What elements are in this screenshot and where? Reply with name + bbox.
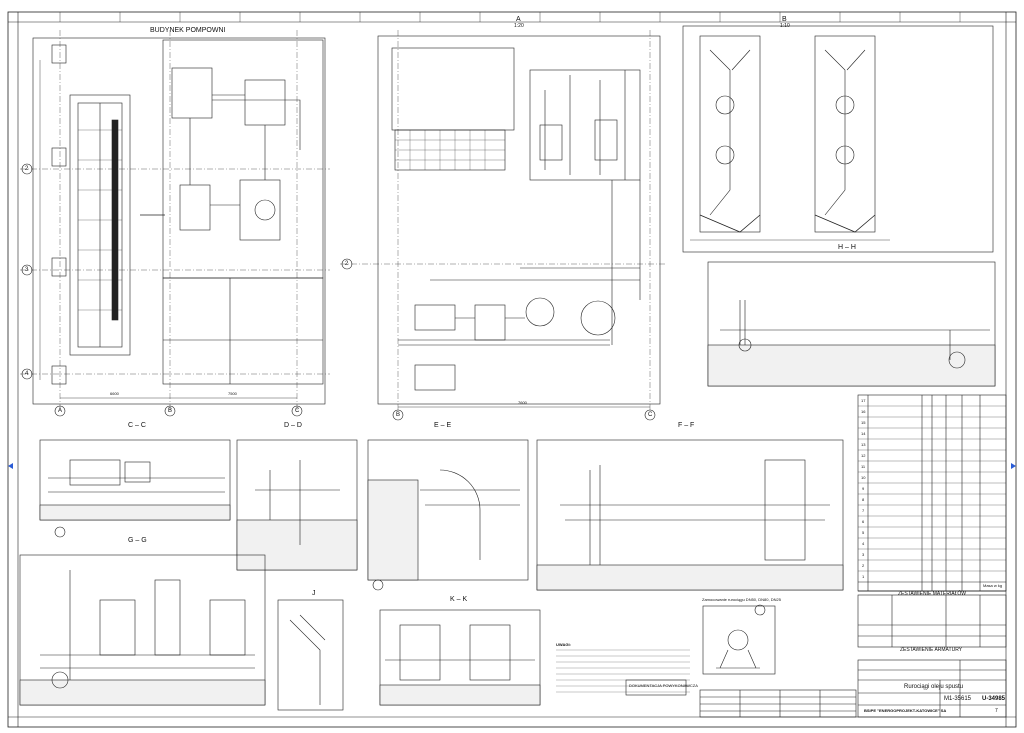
materials-row-number: 1 bbox=[862, 574, 865, 579]
sheet-number: 7 bbox=[995, 708, 998, 714]
section-ff-label: F – F bbox=[678, 422, 695, 429]
view-a-label: A bbox=[516, 16, 521, 23]
company-name: BSiPE "ENERGOPROJEKT-KATOWICE" SA bbox=[864, 708, 947, 713]
materials-row-number: 11 bbox=[861, 464, 866, 469]
materials-row-number: 3 bbox=[862, 552, 865, 557]
axis-2-left: 2 bbox=[25, 166, 29, 172]
detail-caption: Zamocowanie rurociągu DN50, DN80, DN25 bbox=[702, 597, 781, 602]
materials-row-number: 2 bbox=[862, 563, 865, 568]
view-b-scale: 1:10 bbox=[780, 23, 790, 29]
materials-row-number: 8 bbox=[862, 497, 865, 502]
axis-b-view-a: B bbox=[396, 412, 401, 418]
materials-table-title: ZESTAWIENIE MATERIAŁÓW bbox=[898, 591, 966, 597]
materials-row-number: 14 bbox=[861, 431, 866, 436]
drawing-number: M1-35615 bbox=[944, 696, 972, 702]
materials-row-number: 7 bbox=[862, 508, 865, 513]
axis-c-view-a: C bbox=[648, 412, 653, 418]
materials-row-number: 5 bbox=[862, 530, 865, 535]
materials-row-number: 9 bbox=[862, 486, 865, 491]
materials-row-number: 13 bbox=[861, 442, 866, 447]
notes-heading: UWAGI: bbox=[556, 642, 571, 647]
dim-6600: 6600 bbox=[110, 391, 119, 396]
view-a-scale: 1:20 bbox=[514, 23, 524, 29]
axis-a-bubble: A bbox=[58, 408, 63, 414]
axis-2-view-a: 2 bbox=[345, 261, 349, 267]
view-b-label: B bbox=[782, 16, 787, 23]
dim-7500: 7500 bbox=[228, 391, 237, 396]
armatura-table-title: ZESTAWIENIE ARMATURY bbox=[900, 647, 963, 653]
axis-4-left: 4 bbox=[25, 371, 29, 377]
dim-7600: 7600 bbox=[518, 400, 527, 405]
building-title: BUDYNEK POMPOWNI bbox=[150, 27, 226, 34]
sheet-code: U-34985 bbox=[982, 696, 1006, 702]
axis-b-bubble: B bbox=[168, 408, 173, 414]
doc-label: DOKUMENTACJA POWYKONAWCZA bbox=[629, 683, 698, 688]
section-dd-label: D – D bbox=[284, 422, 302, 429]
axis-3-left: 3 bbox=[25, 267, 29, 273]
section-gg-label: G – G bbox=[128, 537, 147, 544]
axis-c-bubble: C bbox=[295, 408, 300, 414]
materials-row-number: 17 bbox=[861, 398, 866, 403]
materials-row-number: 16 bbox=[861, 409, 866, 414]
section-cc-label: C – C bbox=[128, 422, 146, 429]
drawing-title: Rurociągi oleju spustu bbox=[904, 684, 964, 690]
materials-row-number: 10 bbox=[861, 475, 866, 480]
materials-row-number: 4 bbox=[862, 541, 865, 546]
section-j-label: J bbox=[312, 590, 316, 597]
materials-row-number: 6 bbox=[862, 519, 865, 524]
materials-row-number: 15 bbox=[861, 420, 866, 425]
section-ee-label: E – E bbox=[434, 422, 452, 429]
mass-header: Masa w kg bbox=[983, 583, 1003, 588]
section-hh-label: H – H bbox=[838, 244, 856, 251]
section-kk-label: K – K bbox=[450, 596, 468, 603]
materials-row-number: 12 bbox=[861, 453, 866, 458]
